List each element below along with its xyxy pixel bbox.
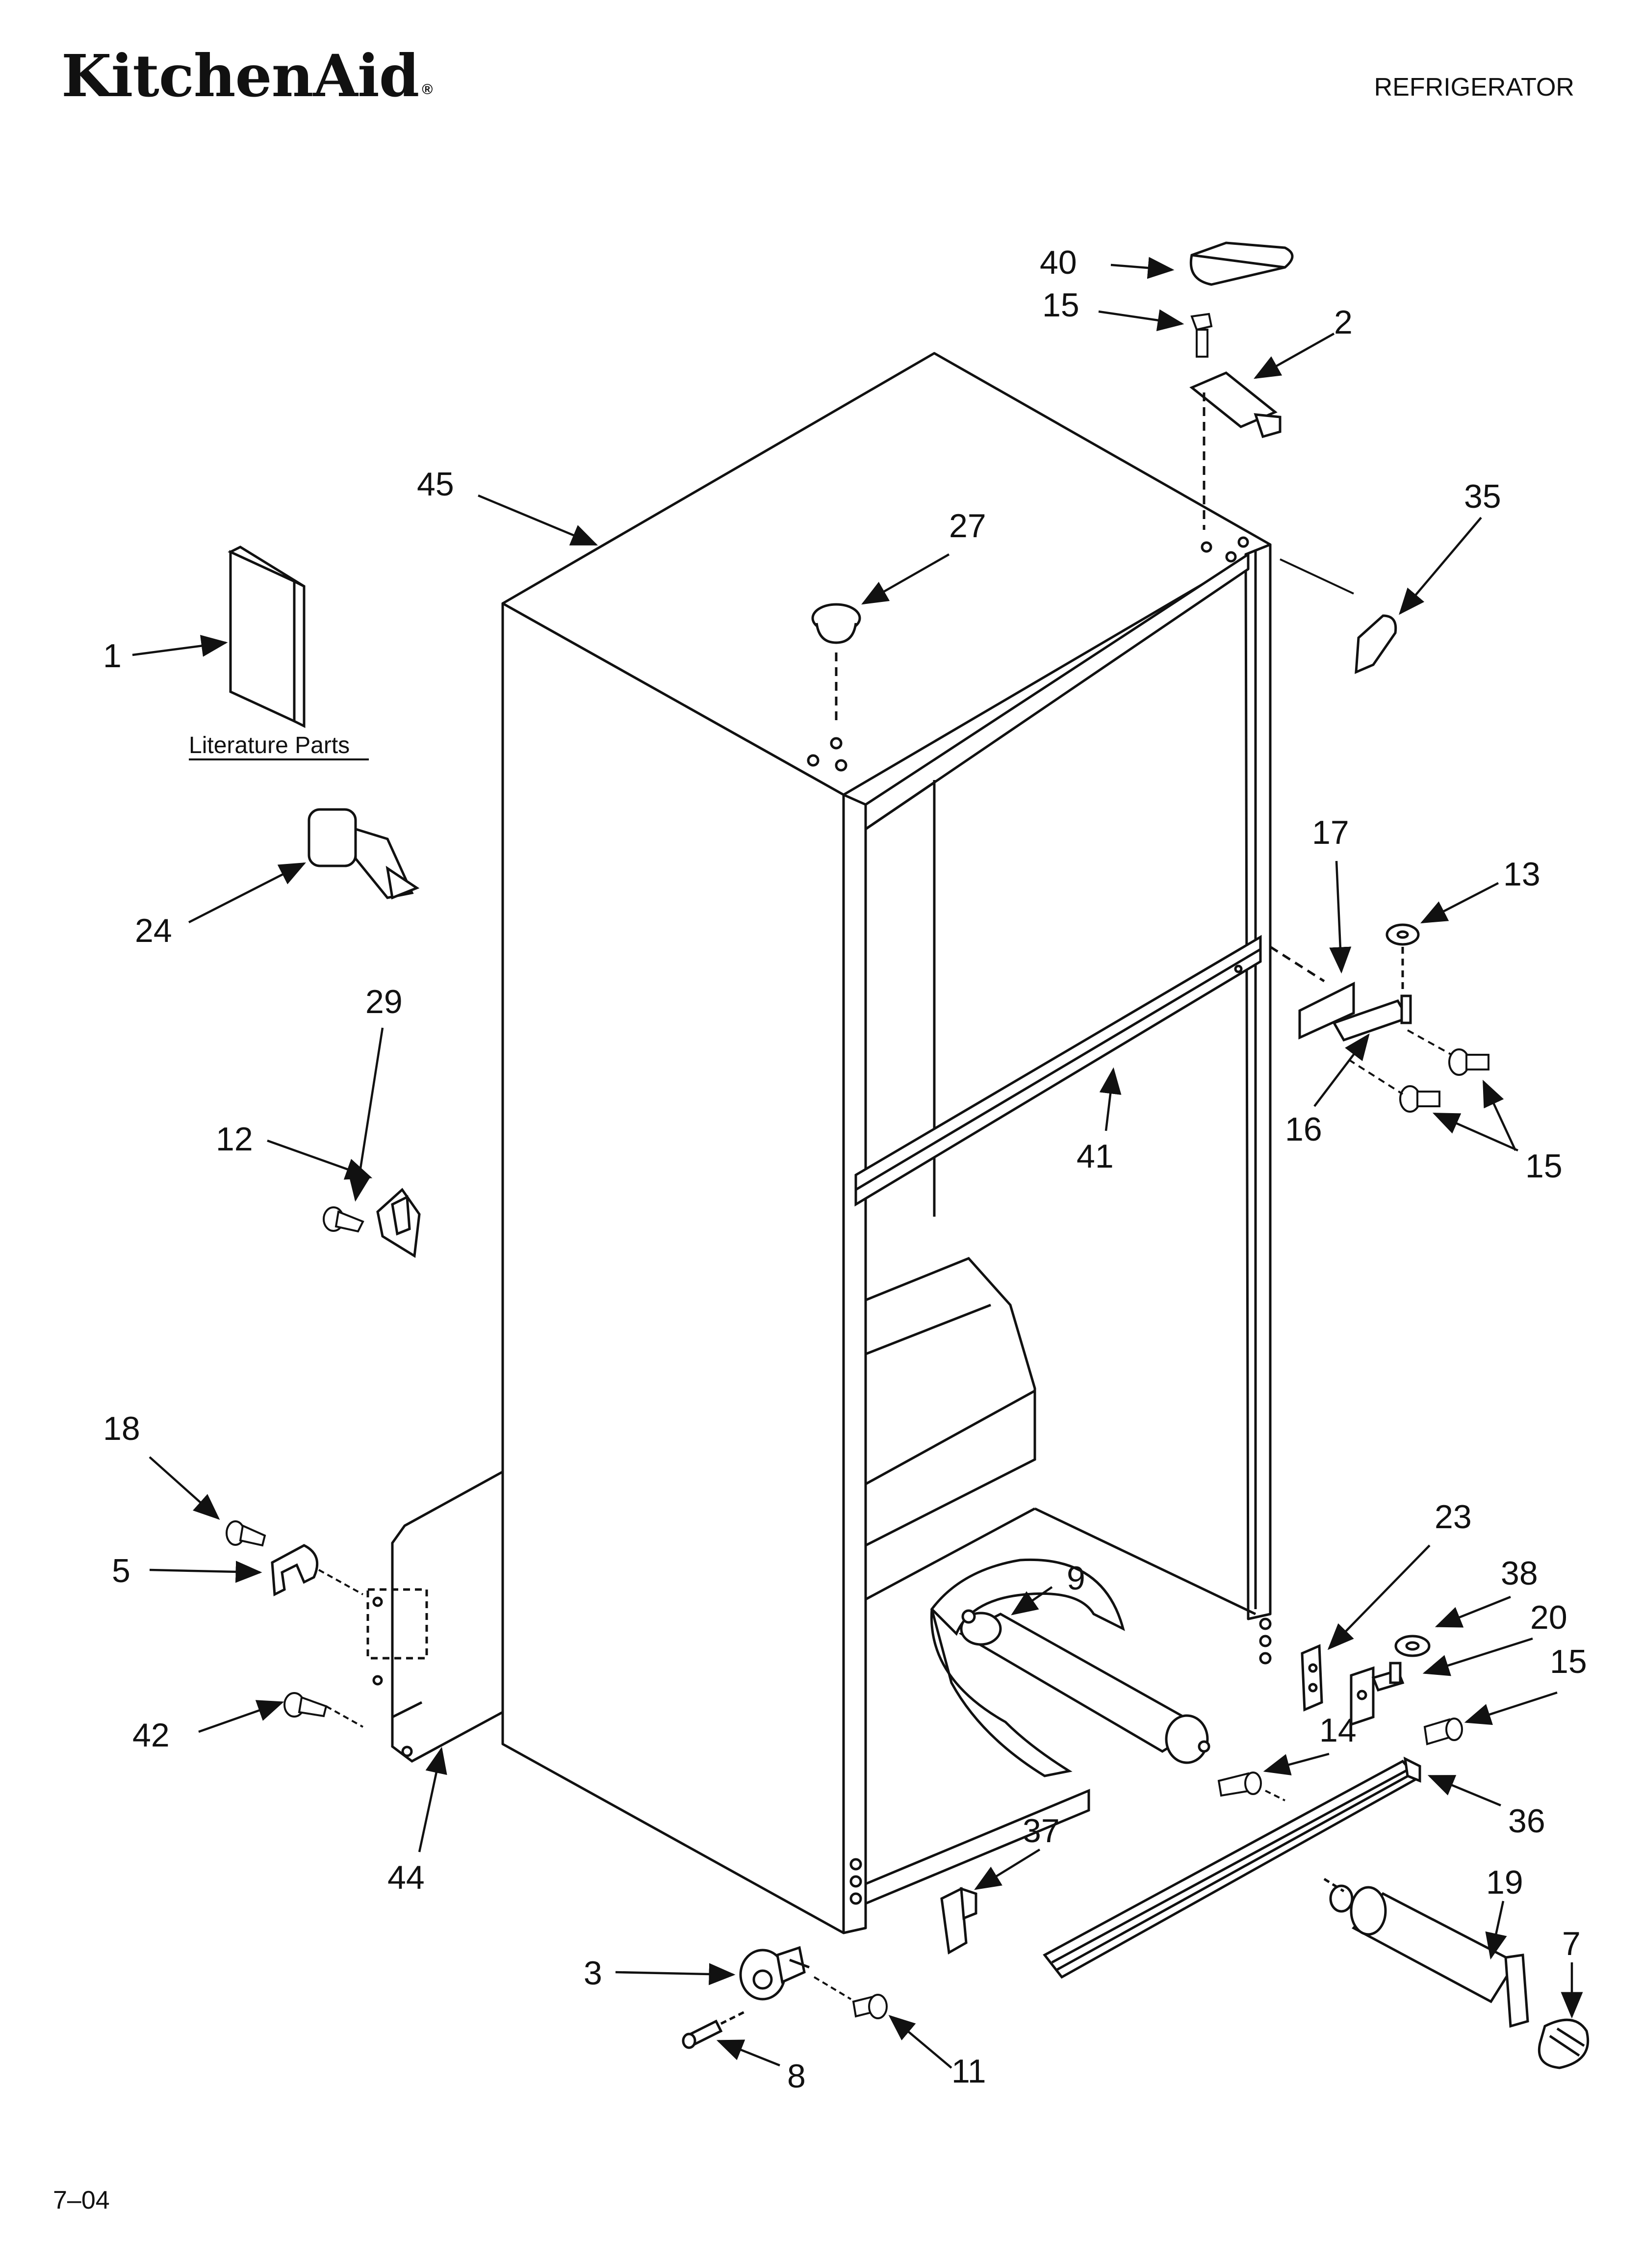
hinge-cap-35 [1280, 558, 1397, 674]
callout-12: 12 [216, 1121, 253, 1158]
bracket-20 [1350, 1662, 1405, 1726]
screw-14 [1217, 1772, 1285, 1801]
callout-11: 11 [951, 2053, 986, 2090]
callout-7: 7 [1562, 1925, 1581, 1962]
literature-booklet [228, 546, 306, 729]
screws-15-pair [1348, 1029, 1489, 1113]
callout-9: 9 [1067, 1560, 1085, 1597]
callout-1: 1 [103, 637, 122, 675]
screw-15-lower [1423, 1718, 1463, 1746]
literature-caption: Literature Parts [189, 732, 350, 758]
door-stop-24 [308, 808, 420, 900]
washer-13 [1385, 923, 1420, 993]
date-code: 7–04 [53, 2186, 110, 2215]
callout-23: 23 [1435, 1498, 1472, 1536]
roller-3 [739, 1946, 810, 2001]
bottom-rail [849, 1617, 1272, 1905]
callout-17: 17 [1312, 814, 1349, 851]
filter-housing-9 [930, 1558, 1210, 1777]
callout-2: 2 [1334, 304, 1353, 341]
callout-13: 13 [1503, 856, 1540, 893]
screw-29 [323, 1206, 364, 1233]
callout-44: 44 [387, 1859, 425, 1896]
brand-name: KitchenAid [61, 42, 419, 110]
callout-24: 24 [135, 912, 172, 949]
bracket-23 [1301, 1644, 1323, 1712]
screw-42 [283, 1692, 363, 1728]
screw-11 [813, 1976, 888, 2019]
callout-15: 15 [1525, 1147, 1563, 1185]
callout-15: 15 [1042, 287, 1079, 324]
hinge-screw-top [1190, 313, 1213, 358]
callout-27: 27 [949, 507, 986, 545]
clip-37 [940, 1887, 977, 1955]
callout-16: 16 [1285, 1111, 1322, 1148]
washer-38 [1394, 1635, 1431, 1657]
callout-37: 37 [1023, 1812, 1060, 1850]
filter-cap-7 [1538, 2018, 1590, 2069]
registered-mark: ® [422, 81, 433, 98]
callout-8: 8 [787, 2058, 806, 2095]
clip-5 [271, 1544, 319, 1596]
callout-19: 19 [1486, 1864, 1523, 1901]
top-hinge-cover [1189, 241, 1294, 286]
pin-8 [682, 2010, 746, 2049]
filter-cartridge-19 [1323, 1877, 1529, 2028]
callout-45: 45 [417, 466, 454, 503]
bracket-16 [1332, 994, 1412, 1042]
callout-3: 3 [584, 1955, 602, 1992]
callout-41: 41 [1077, 1138, 1114, 1175]
callout-15: 15 [1550, 1643, 1587, 1680]
callout-42: 42 [132, 1717, 170, 1754]
freezer-cover [864, 1257, 1257, 1616]
callout-38: 38 [1501, 1555, 1538, 1592]
top-hinge [1189, 371, 1282, 563]
callout-18: 18 [103, 1410, 140, 1447]
screw-18 [226, 1520, 266, 1547]
mullion-bar [854, 935, 1262, 1207]
callout-14: 14 [1319, 1712, 1357, 1749]
brand-logo: KitchenAid® [61, 47, 433, 105]
callout-40: 40 [1040, 244, 1077, 281]
cabinet-shell [501, 352, 1272, 1934]
dash-5 [318, 1569, 363, 1595]
callout-35: 35 [1464, 478, 1501, 515]
callout-20: 20 [1530, 1599, 1567, 1636]
grille-36 [1043, 1756, 1421, 1979]
callout-36: 36 [1508, 1802, 1545, 1840]
callout-5: 5 [112, 1552, 130, 1590]
rear-panel [366, 1469, 504, 1763]
bracket-17 [1269, 945, 1355, 1040]
callout-29: 29 [365, 983, 403, 1020]
clip-12 [376, 1188, 421, 1258]
hole-plug [807, 603, 861, 772]
leader-lines [132, 257, 1583, 2069]
document-title: REFRIGERATOR [1374, 73, 1574, 102]
